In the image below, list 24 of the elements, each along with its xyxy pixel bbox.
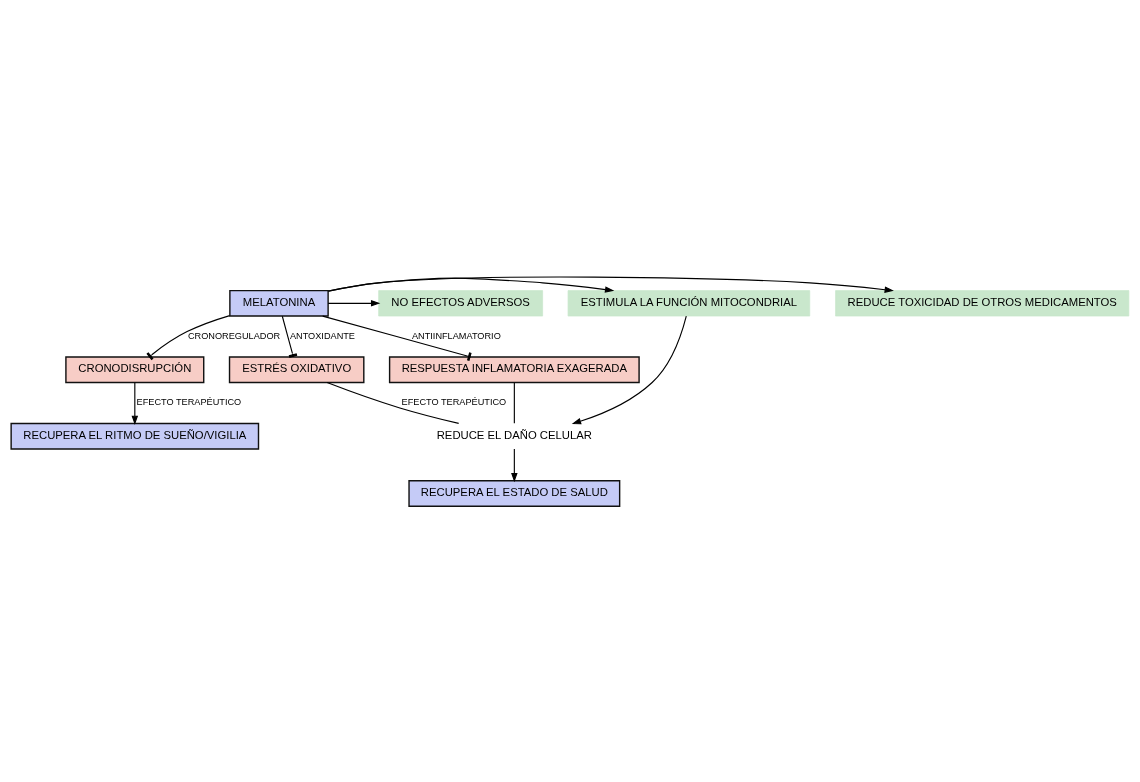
edge-label: ANTIINFLAMATORIO [411,330,501,341]
node-box: MELATONINA [229,289,329,317]
arrow [131,381,139,425]
connector [281,315,298,358]
connector [513,381,515,424]
node-box: REDUCE TOXICIDAD DE OTROS MEDICAMENTOS [835,289,1130,316]
edge-label: EFECTO TERAPÉUTICO [136,396,242,407]
edge-label: ANTOXIDANTE [289,330,355,341]
node-text: REDUCE EL DAÑO CELULAR [436,428,592,441]
edge-label: CRONOREGULADOR [187,330,281,341]
node-box: ESTRÉS OXIDATIVO [228,355,365,383]
edge-label: EFECTO TERAPÉUTICO [401,396,507,407]
arrow [511,447,518,482]
node-box: RECUPERA EL RITMO DE SUEÑO/VIGILIA [10,422,260,450]
connector [326,381,460,424]
arrow [571,315,687,424]
node-box: ESTIMULA LA FUNCIÓN MITOCONDRIAL [567,289,811,316]
node-box: NO EFECTOS ADVERSOS [378,289,543,316]
arrow [327,277,615,293]
node-box: RECUPERA EL ESTADO DE SALUD [408,479,621,507]
connector [322,315,472,361]
connector [146,314,231,360]
arrow [327,275,894,293]
arrow [327,299,381,307]
